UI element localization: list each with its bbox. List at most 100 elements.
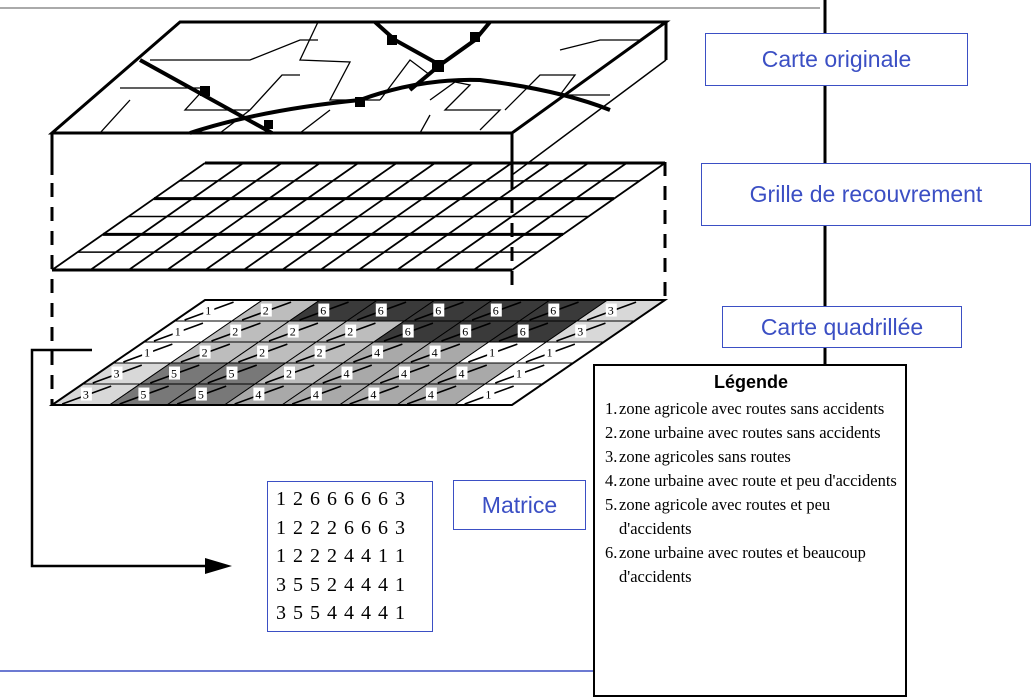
arrow-head bbox=[205, 558, 232, 574]
quad-value: 1 bbox=[516, 367, 522, 381]
quad-value: 4 bbox=[401, 367, 407, 381]
quad-label-bg bbox=[375, 303, 387, 317]
legend-item: 1. zone agricole avec routes sans accide… bbox=[605, 397, 897, 421]
quad-value: 2 bbox=[263, 304, 269, 318]
quad-label-bg bbox=[575, 324, 587, 338]
quad-value: 1 bbox=[489, 346, 495, 360]
legend-item-number: 2. bbox=[605, 423, 618, 442]
quad-label-bg bbox=[138, 387, 150, 401]
quad-label-bg bbox=[368, 387, 380, 401]
quad-value: 1 bbox=[144, 346, 150, 360]
quad-value: 2 bbox=[202, 346, 208, 360]
quad-label-bg bbox=[402, 324, 414, 338]
quad-label-bg bbox=[203, 303, 215, 317]
quad-value: 6 bbox=[550, 304, 556, 318]
label-matrice: Matrice bbox=[453, 480, 586, 530]
map-parcels bbox=[99, 21, 640, 134]
quad-label-bg bbox=[199, 345, 211, 359]
legend-title: Légende bbox=[713, 372, 788, 392]
quad-value: 2 bbox=[232, 325, 238, 339]
quad-label-bg bbox=[226, 366, 238, 380]
quad-label-bg bbox=[142, 345, 154, 359]
quad-value: 4 bbox=[255, 388, 261, 402]
quad-value: 3 bbox=[577, 325, 583, 339]
quad-label-bg bbox=[80, 387, 92, 401]
legend-item-number: 3. bbox=[605, 447, 618, 466]
quad-label-bg bbox=[487, 345, 499, 359]
quad-label-bg bbox=[456, 366, 468, 380]
legend-item-number: 6. bbox=[605, 543, 618, 562]
matrix-arrow bbox=[30, 348, 210, 568]
quad-value: 2 bbox=[347, 325, 353, 339]
quad-label-bg bbox=[490, 303, 502, 317]
quad-label-bg bbox=[310, 387, 322, 401]
quad-label-bg bbox=[230, 324, 242, 338]
label-carte-quadrillee: Carte quadrillée bbox=[722, 306, 962, 348]
quad-label-bg bbox=[168, 366, 180, 380]
quad-value: 5 bbox=[171, 367, 177, 381]
quad-value: 6 bbox=[462, 325, 468, 339]
quad-value: 6 bbox=[405, 325, 411, 339]
legend-item-number: 1. bbox=[605, 399, 618, 418]
legend-box: Légende 1. zone agricole avec routes san… bbox=[593, 364, 907, 697]
quad-value: 1 bbox=[485, 388, 491, 402]
matrix-row: 1 2 2 2 6 6 6 3 bbox=[276, 516, 406, 539]
legend-item-text: zone agricole avec routes sans accidents bbox=[619, 399, 885, 418]
quad-label-bg bbox=[283, 366, 295, 380]
quad-value: 1 bbox=[547, 346, 553, 360]
road-nodes bbox=[200, 32, 480, 129]
quad-label-bg bbox=[318, 303, 330, 317]
legend-item-text: zone agricole avec routes et peu d'accid… bbox=[619, 495, 831, 538]
legend-item-text: zone urbaine avec route et peu d'acciden… bbox=[619, 471, 897, 490]
matrix-row: 1 2 2 2 4 4 1 1 bbox=[276, 545, 406, 567]
quad-label-bg bbox=[429, 345, 441, 359]
quad-label-bg bbox=[260, 303, 272, 317]
legend-item-text: zone urbaine avec routes sans accidents bbox=[619, 423, 881, 442]
quad-value: 4 bbox=[343, 367, 349, 381]
quad-value: 3 bbox=[113, 367, 119, 381]
quad-value: 5 bbox=[198, 388, 204, 402]
quad-value: 5 bbox=[140, 388, 146, 402]
legend-item: 4. zone urbaine avec route et peu d'acci… bbox=[605, 469, 897, 493]
quad-label-bg bbox=[372, 345, 384, 359]
quad-value: 3 bbox=[608, 304, 614, 318]
legend-item-number: 4. bbox=[605, 471, 618, 490]
quad-label-bg bbox=[460, 324, 472, 338]
legend-item: 5. zone agricole avec routes et peu d'ac… bbox=[605, 493, 897, 541]
quad-frame bbox=[48, 299, 669, 406]
quad-label-bg bbox=[513, 366, 525, 380]
quad-value: 6 bbox=[493, 304, 499, 318]
quad-label-bg bbox=[287, 324, 299, 338]
quad-value: 6 bbox=[320, 304, 326, 318]
legend-item-number: 5. bbox=[605, 495, 618, 514]
layer-connectors bbox=[50, 135, 667, 405]
legend-item: 3. zone agricoles sans routes bbox=[605, 445, 897, 469]
layer-carte-originale bbox=[47, 20, 671, 176]
quad-value: 2 bbox=[290, 325, 296, 339]
quad-label-bg bbox=[398, 366, 410, 380]
quad-value: 3 bbox=[83, 388, 89, 402]
quad-value: 6 bbox=[435, 304, 441, 318]
quad-value: 5 bbox=[228, 367, 234, 381]
quad-label-bg bbox=[544, 345, 556, 359]
quad-value: 2 bbox=[259, 346, 265, 360]
quad-label-bg bbox=[345, 324, 357, 338]
quad-label-bg bbox=[314, 345, 326, 359]
quad-label-bg bbox=[548, 303, 560, 317]
matrix-row: 1 2 6 6 6 6 6 3 bbox=[276, 488, 406, 510]
quad-value: 4 bbox=[428, 388, 434, 402]
quad-label-bg bbox=[517, 324, 529, 338]
quad-label-bg bbox=[257, 345, 269, 359]
quad-value: 4 bbox=[374, 346, 380, 360]
quad-label-bg bbox=[172, 324, 184, 338]
quad-value: 4 bbox=[313, 388, 319, 402]
quad-label-bg bbox=[341, 366, 353, 380]
quad-value: 2 bbox=[317, 346, 323, 360]
quad-label-bg bbox=[605, 303, 617, 317]
quad-label-bg bbox=[425, 387, 437, 401]
quad-label-bg bbox=[111, 366, 123, 380]
quad-value: 4 bbox=[432, 346, 438, 360]
matrix-row: 3 5 5 2 4 4 4 1 bbox=[276, 573, 406, 596]
